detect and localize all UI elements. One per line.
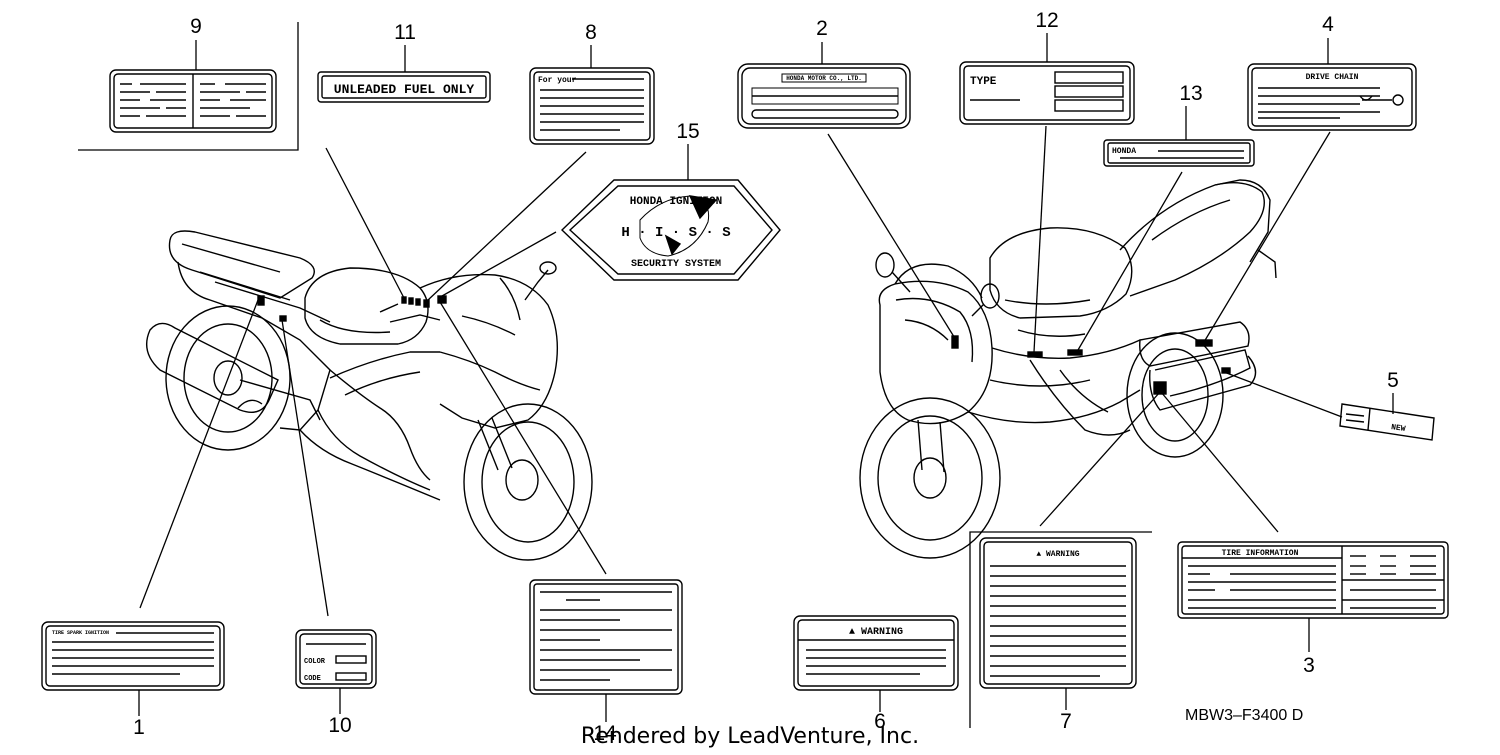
label-10-box	[295, 629, 377, 689]
type-text: TYPE	[970, 76, 997, 88]
label-6-box	[793, 615, 959, 691]
callout-15: 15	[676, 120, 699, 143]
label-3-box	[1177, 541, 1449, 619]
unleaded-fuel-text: UNLEADED FUEL ONLY	[334, 82, 475, 97]
honda-text: HONDA	[1112, 147, 1136, 156]
callout-2: 2	[816, 17, 828, 40]
new-text: NEW	[1390, 423, 1406, 434]
callout-12: 12	[1035, 9, 1058, 32]
label-5-box	[1339, 403, 1435, 441]
callout-1: 1	[133, 716, 145, 739]
callout-5: 5	[1387, 369, 1399, 392]
code-text: CODE	[304, 675, 321, 683]
footer-credit: Rendered by LeadVenture, Inc.	[580, 724, 920, 749]
label-7-box	[979, 537, 1137, 689]
label-12-box	[959, 61, 1135, 125]
diagram-code: MBW3–F3400 D	[1185, 707, 1304, 724]
motorcycle-left	[146, 230, 593, 561]
motorcycle-right	[859, 179, 1277, 559]
warning-6-text: ▲ WARNING	[849, 627, 903, 638]
label-8-box	[529, 67, 655, 145]
his-bottom-text: SECURITY SYSTEM	[631, 259, 721, 270]
callout-13: 13	[1179, 82, 1202, 105]
tire-information-text: TIRE INFORMATION	[1222, 549, 1299, 558]
label-1-box	[41, 621, 225, 691]
warning-7-text: ▲ WARNING	[1036, 550, 1079, 559]
label-texts: UNLEADED FUEL ONLY For your HONDA MOTOR …	[52, 73, 1406, 683]
callout-10: 10	[328, 714, 351, 737]
callout-3: 3	[1303, 654, 1315, 677]
callout-14: 14	[593, 722, 617, 745]
callout-9: 9	[190, 15, 202, 38]
leader-lines	[78, 22, 1343, 728]
callout-6: 6	[874, 710, 886, 733]
label-2-box	[737, 63, 911, 129]
callout-11: 11	[394, 21, 416, 44]
callout-numbers: 9 11 8 15 2 12 13 4 5 3 7 6 14 10 1	[133, 9, 1399, 745]
callout-ticks	[138, 33, 1394, 722]
for-your-text: For your	[538, 76, 577, 85]
his-top-text: HONDA IGNITION	[630, 196, 722, 208]
tire-spark-text: TIRE SPARK IGNITION	[52, 630, 109, 636]
label-14-box	[529, 579, 683, 695]
callout-4: 4	[1322, 13, 1334, 36]
label-15-his-badge	[560, 179, 781, 281]
honda-motor-text: HONDA MOTOR CO., LTD.	[786, 75, 862, 82]
label-4-box	[1247, 63, 1417, 131]
label-9-box	[109, 69, 277, 133]
drive-chain-text: DRIVE CHAIN	[1306, 73, 1359, 82]
color-text: COLOR	[304, 658, 326, 666]
callout-8: 8	[585, 21, 597, 44]
callout-7: 7	[1060, 710, 1072, 733]
label-13-box	[1103, 139, 1255, 167]
label-11-box	[317, 71, 491, 103]
his-mid-text: H · I · S · S	[621, 225, 730, 241]
